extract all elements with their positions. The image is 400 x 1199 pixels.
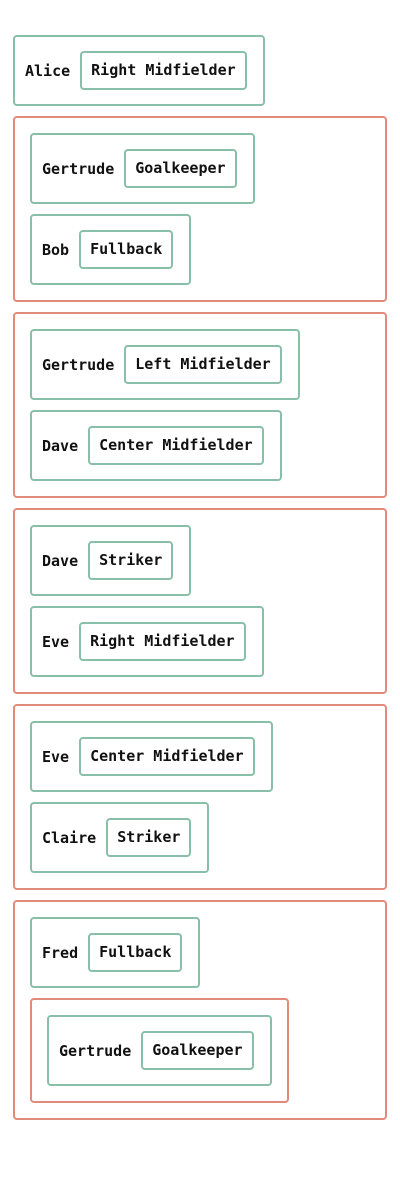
player-position: Goalkeeper (141, 1031, 254, 1070)
player-name: Gertrude (42, 159, 115, 178)
team-group: Fred Fullback Gertrude Goalkeeper (13, 900, 387, 1120)
player-card: Eve Right Midfielder (30, 606, 264, 677)
player-name: Alice (25, 61, 71, 80)
team-group: Dave Striker Eve Right Midfielder (13, 508, 387, 694)
player-position: Right Midfielder (80, 51, 247, 90)
team-group: Eve Center Midfielder Claire Striker (13, 704, 387, 890)
player-card: Gertrude Goalkeeper (47, 1015, 272, 1086)
player-card: Dave Striker (30, 525, 192, 596)
player-name: Dave (42, 436, 79, 455)
player-name: Bob (42, 240, 70, 259)
nested-team-group: Gertrude Goalkeeper (30, 998, 289, 1103)
player-name: Fred (42, 943, 79, 962)
team-group: Gertrude Goalkeeper Bob Fullback (13, 116, 387, 302)
roster-container: Alice Right Midfielder Gertrude Goalkeep… (13, 35, 387, 1120)
player-card: Gertrude Goalkeeper (30, 133, 255, 204)
player-position: Fullback (88, 933, 183, 972)
player-card: Claire Striker (30, 802, 210, 873)
player-name: Eve (42, 747, 70, 766)
player-name: Claire (42, 828, 97, 847)
player-card: Fred Fullback (30, 917, 201, 988)
player-name: Dave (42, 551, 79, 570)
player-card: Alice Right Midfielder (13, 35, 265, 106)
player-card: Bob Fullback (30, 214, 192, 285)
player-card: Dave Center Midfielder (30, 410, 282, 481)
player-position: Left Midfielder (124, 345, 282, 384)
player-position: Fullback (79, 230, 174, 269)
team-group: Gertrude Left Midfielder Dave Center Mid… (13, 312, 387, 498)
player-position: Goalkeeper (124, 149, 237, 188)
player-position: Right Midfielder (79, 622, 246, 661)
player-name: Gertrude (42, 355, 115, 374)
player-position: Center Midfielder (79, 737, 255, 776)
player-position: Center Midfielder (88, 426, 264, 465)
player-card: Eve Center Midfielder (30, 721, 273, 792)
player-name: Gertrude (59, 1041, 132, 1060)
player-position: Striker (88, 541, 174, 580)
player-name: Eve (42, 632, 70, 651)
player-position: Striker (106, 818, 192, 857)
player-card: Gertrude Left Midfielder (30, 329, 300, 400)
